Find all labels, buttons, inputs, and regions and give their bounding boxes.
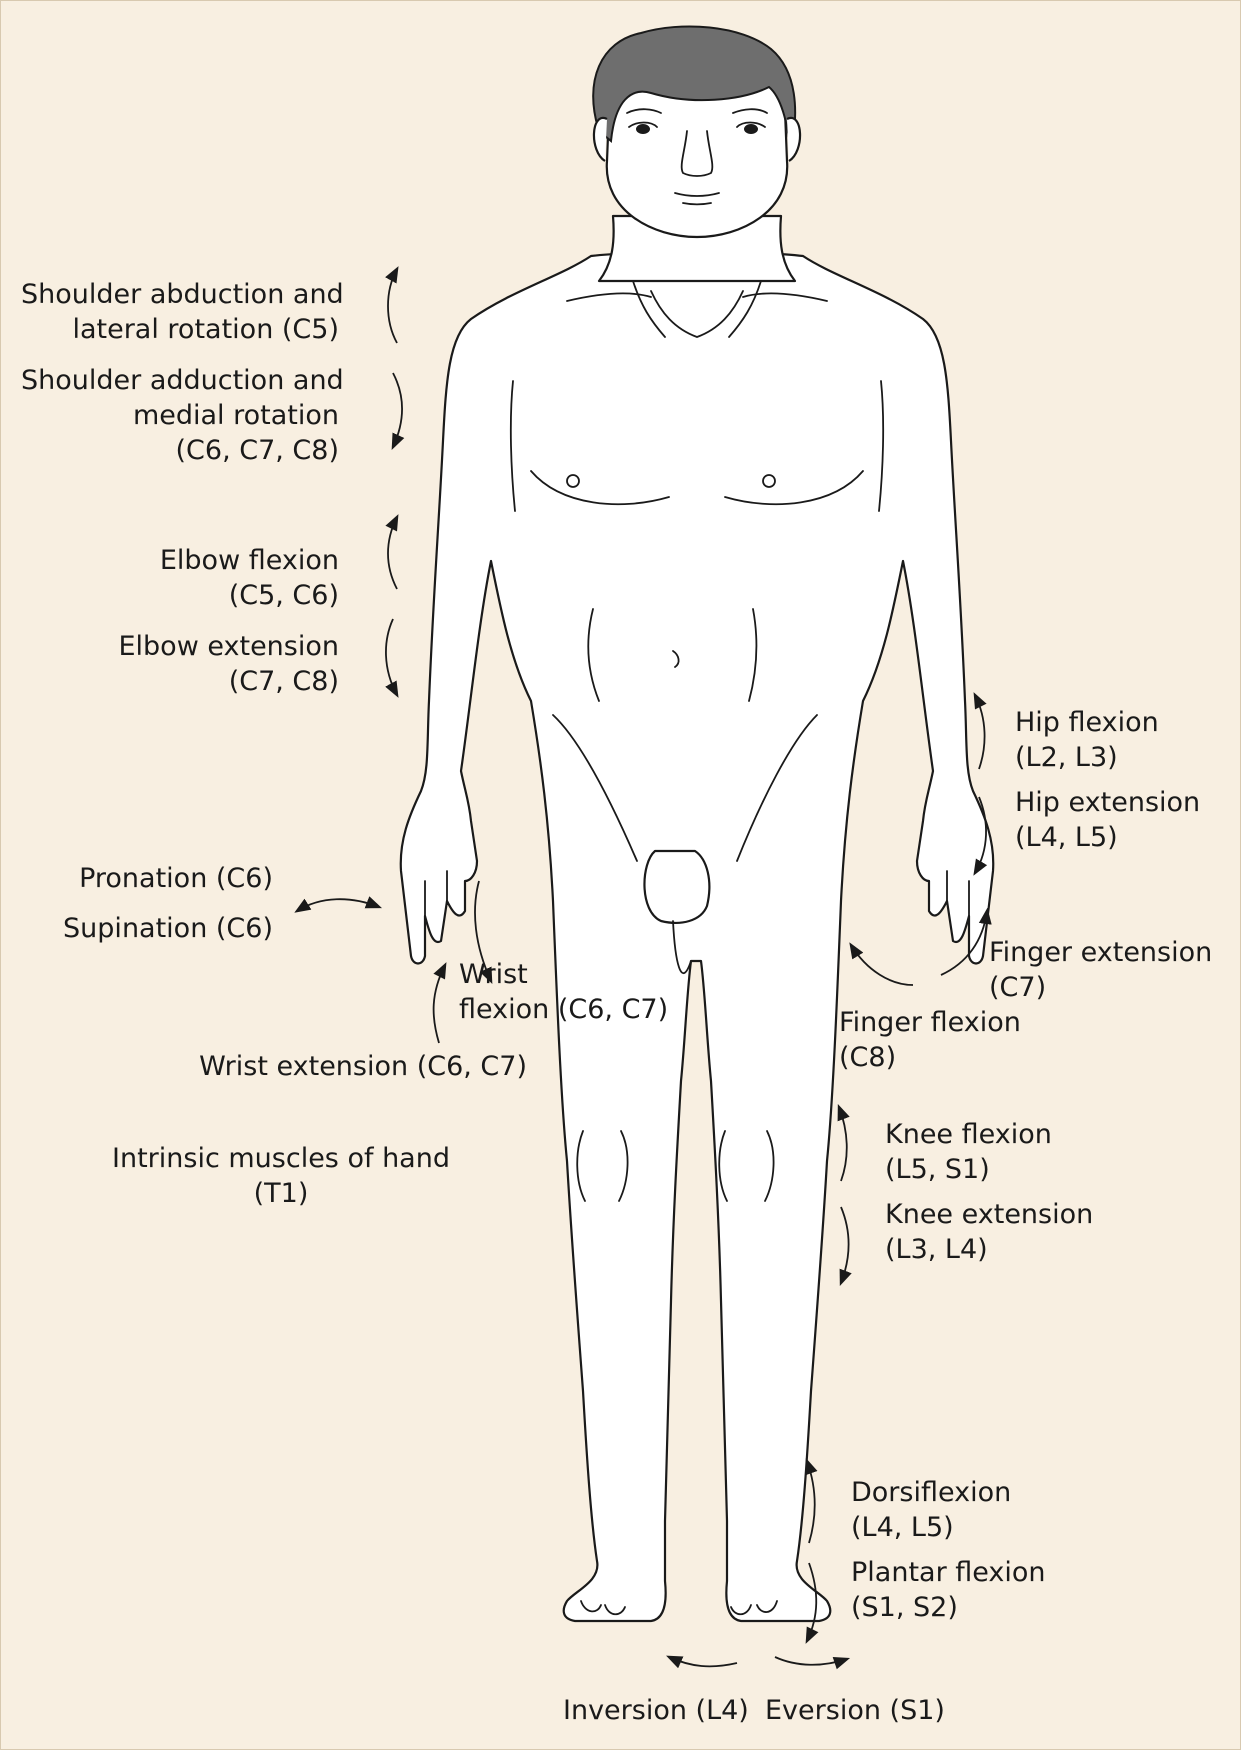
knee-extension-arrow-icon [839,1206,852,1287]
label-line: (C6, C7, C8) [175,435,340,466]
label-line: Inversion (L4) [563,1695,749,1726]
shoulder-abduction-arrow-icon [385,266,399,344]
label-line: Hip flexion [1015,707,1159,738]
head [592,25,802,239]
label-line: (C7, C8) [228,666,339,697]
label-shoulder-adduction: Shoulder adduction and medial rotation (… [21,363,344,468]
label-inversion: Inversion (L4) [563,1693,749,1728]
label-line: Wrist [459,959,528,990]
label-line: (L4, L5) [1015,822,1118,853]
label-line: lateral rotation (C5) [72,314,339,345]
label-line: Knee extension [885,1199,1094,1230]
label-knee-extension: Knee extension (L3, L4) [885,1197,1093,1267]
label-finger-extension: Finger extension (C7) [989,935,1212,1005]
label-line: Shoulder abduction and [21,279,344,310]
label-knee-flexion: Knee flexion (L5, S1) [885,1117,1052,1187]
label-elbow-flexion: Elbow flexion (C5, C6) [21,543,339,613]
label-elbow-extension: Elbow extension (C7, C8) [21,629,339,699]
label-pronation: Pronation (C6) [21,861,273,896]
hip-flexion-arrow-icon [973,692,987,770]
hip-extension-arrow-icon [973,796,988,876]
label-line: Elbow flexion [159,545,339,576]
wrist-extension-arrow-icon [432,962,447,1044]
label-line: (C8) [839,1042,897,1073]
label-line: (T1) [253,1178,309,1209]
label-wrist-extension: Wrist extension (C6, C7) [121,1049,527,1084]
label-finger-flexion: Finger flexion (C8) [839,1005,1021,1075]
label-line: Intrinsic muscles of hand [112,1143,450,1174]
label-intrinsic-muscles: Intrinsic muscles of hand (T1) [111,1141,451,1211]
eversion-arrow-icon [774,1656,851,1670]
neck [597,214,797,283]
label-line: Plantar flexion [851,1557,1046,1588]
label-hip-extension: Hip extension (L4, L5) [1015,785,1200,855]
dorsiflexion-arrow-icon [805,1457,818,1544]
label-line: Wrist extension (C6, C7) [199,1051,527,1082]
finger-extension-arrow-icon [940,907,992,976]
label-line: (L2, L3) [1015,742,1118,773]
label-hip-flexion: Hip flexion (L2, L3) [1015,705,1159,775]
label-line: Finger extension [989,937,1213,968]
label-supination: Supination (C6) [21,911,273,946]
elbow-extension-arrow-icon [385,618,399,698]
knee-flexion-arrow-icon [837,1103,850,1182]
label-shoulder-abduction: Shoulder abduction and lateral rotation … [21,277,344,347]
label-wrist-flexion: Wrist flexion (C6, C7) [459,957,668,1027]
label-line: Knee flexion [885,1119,1052,1150]
label-line: (L4, L5) [851,1512,954,1543]
label-line: Eversion (S1) [765,1695,945,1726]
motion-arrows [294,266,992,1670]
label-line: Hip extension [1015,787,1201,818]
label-line: (C5, C6) [228,580,339,611]
label-line: Supination (C6) [63,913,273,944]
shoulder-adduction-arrow-icon [391,372,405,450]
label-line: medial rotation [132,400,339,431]
finger-flexion-arrow-icon [849,942,914,986]
inversion-arrow-icon [666,1655,738,1669]
wrist-flexion-arrow-icon [474,880,493,984]
plantar-flexion-arrow-icon [805,1562,819,1644]
body-outline [399,251,995,1623]
torso-details [424,280,970,1616]
elbow-flexion-arrow-icon [385,514,399,590]
pronation-supination-arrow-icon [294,896,383,913]
label-line: Dorsiflexion [851,1477,1012,1508]
label-dorsiflexion: Dorsiflexion (L4, L5) [851,1475,1011,1545]
label-line: flexion (C6, C7) [459,994,669,1025]
label-line: Finger flexion [839,1007,1021,1038]
label-line: Elbow extension [118,631,339,662]
label-line: Shoulder adduction and [21,365,344,396]
label-line: (C7) [989,972,1047,1003]
label-plantar-flexion: Plantar flexion (S1, S2) [851,1555,1046,1625]
label-eversion: Eversion (S1) [765,1693,945,1728]
label-line: (L3, L4) [885,1234,988,1265]
label-line: (L5, S1) [885,1154,990,1185]
label-line: Pronation (C6) [79,863,273,894]
label-line: (S1, S2) [851,1592,958,1623]
